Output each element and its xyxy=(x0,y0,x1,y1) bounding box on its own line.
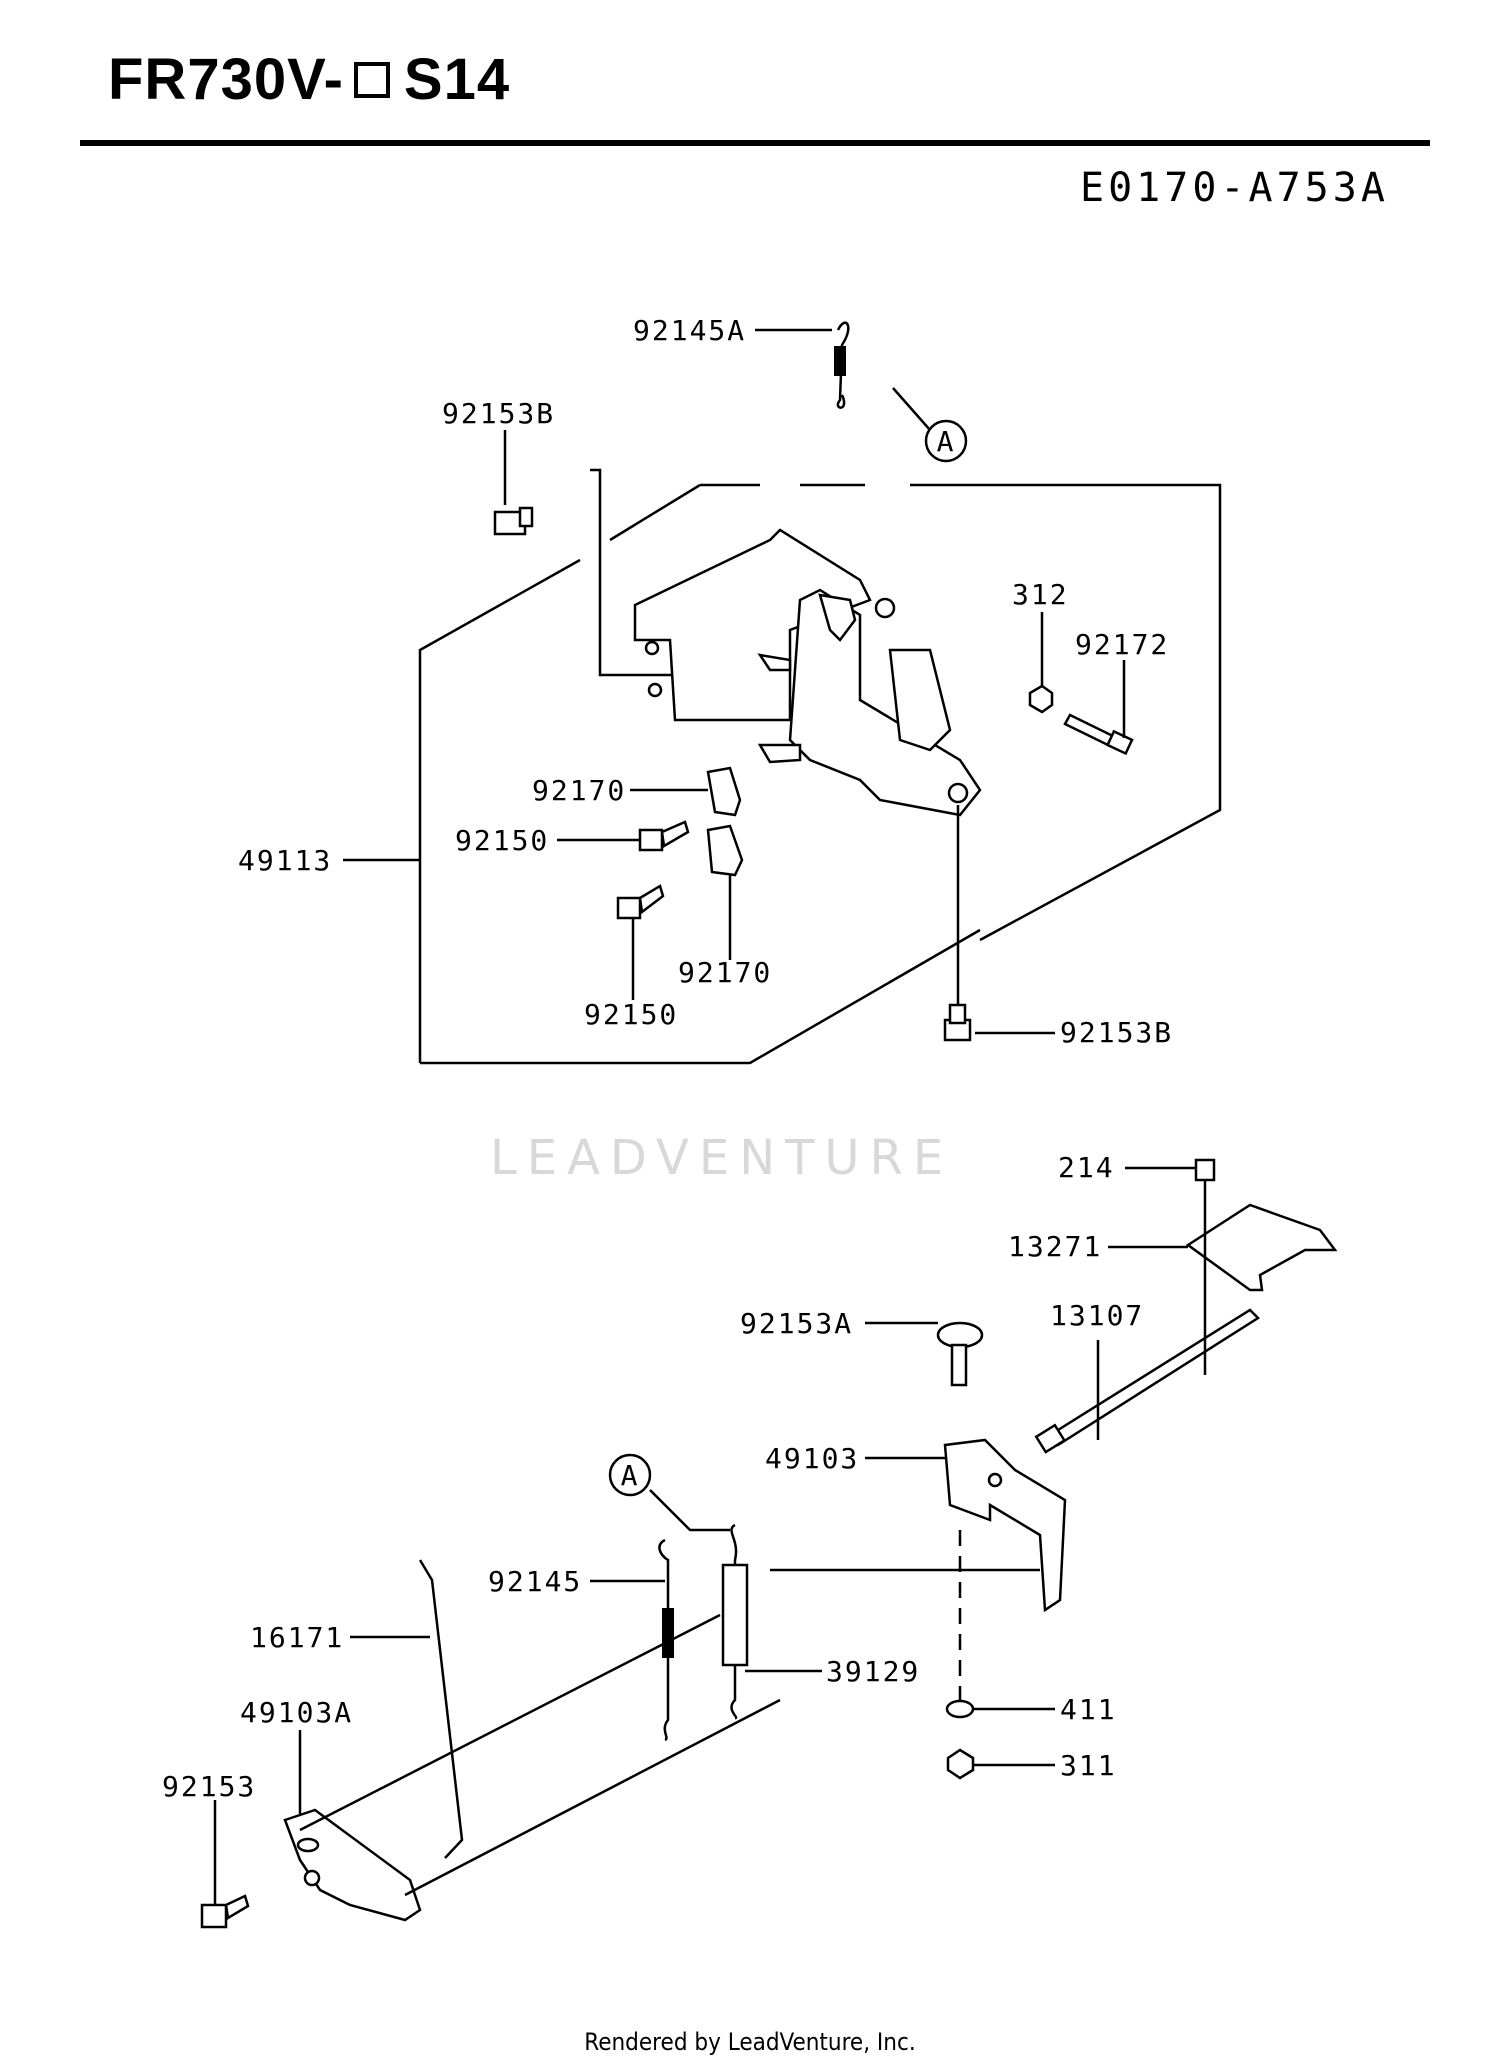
label-92172: 92172 xyxy=(1075,628,1169,661)
label-92153B-top: 92153B xyxy=(442,397,555,430)
callout-a-top-label: A xyxy=(937,425,956,458)
label-49103A: 49103A xyxy=(240,1696,353,1729)
part-92145A-spring xyxy=(834,321,850,409)
label-92153B-bottom: 92153B xyxy=(1060,1016,1173,1049)
part-labels: 92145A 92153B 312 92172 92170 92150 4911… xyxy=(162,314,1173,1803)
callout-a-bottom: A xyxy=(608,1453,730,1532)
leader-lines-top xyxy=(343,328,1126,1035)
part-49103-lever xyxy=(943,1438,1067,1613)
leader-lines-bottom xyxy=(213,1166,1207,1905)
title-model: FR730V- xyxy=(108,47,344,112)
label-49103: 49103 xyxy=(765,1442,859,1475)
label-92145A: 92145A xyxy=(633,314,746,347)
footer-credit: Rendered by LeadVenture, Inc. xyxy=(584,2028,916,2056)
label-312: 312 xyxy=(1012,578,1069,611)
part-92153B-top-bolt xyxy=(493,506,534,536)
part-92153A-carriage-bolt xyxy=(936,1321,984,1387)
diagram-code: E0170-A753A xyxy=(1080,165,1389,211)
part-312-nut xyxy=(1028,684,1054,714)
assembly-lower-guide-lines xyxy=(299,1530,1040,1897)
part-49103A-lever-plate xyxy=(283,1808,422,1922)
part-92172-bolt xyxy=(1063,713,1134,756)
part-92150-top-bolt xyxy=(638,820,690,852)
label-39129: 39129 xyxy=(826,1655,920,1688)
part-13271-plate xyxy=(1185,1203,1338,1292)
assembly-49113-frame xyxy=(418,468,1222,1065)
callout-a-bottom-label: A xyxy=(621,1459,640,1492)
label-92170-top: 92170 xyxy=(532,774,626,807)
part-92150-bottom-bolt xyxy=(616,884,665,920)
header-rule xyxy=(80,140,1430,146)
part-49113-bracket xyxy=(633,528,982,817)
part-311-nut xyxy=(946,1748,975,1780)
part-214-screw xyxy=(1194,1158,1216,1182)
label-92153: 92153 xyxy=(162,1770,256,1803)
label-92170-bottom: 92170 xyxy=(678,956,772,989)
page-title: FR730V- S14 xyxy=(108,46,510,113)
label-214: 214 xyxy=(1058,1151,1115,1184)
part-39129-spring xyxy=(721,1523,749,1720)
title-checkbox-glyph xyxy=(353,61,390,98)
label-311: 311 xyxy=(1060,1749,1117,1782)
part-92170-bottom-clip xyxy=(706,824,744,877)
label-411: 411 xyxy=(1060,1693,1117,1726)
watermark-text: LEADVENTURE xyxy=(490,1130,954,1186)
part-411-washer xyxy=(945,1699,975,1719)
label-13271: 13271 xyxy=(1008,1230,1102,1263)
label-92150-bottom: 92150 xyxy=(584,998,678,1031)
label-92145: 92145 xyxy=(488,1565,582,1598)
label-92150-top: 92150 xyxy=(455,824,549,857)
part-92153B-bottom-bolt xyxy=(943,1003,972,1042)
label-13107: 13107 xyxy=(1050,1299,1144,1332)
part-16171-rod xyxy=(418,1559,464,1859)
callout-a-top: A xyxy=(892,387,968,463)
part-92153-bolt xyxy=(200,1894,250,1929)
label-49113: 49113 xyxy=(238,844,332,877)
title-series: S14 xyxy=(403,47,511,112)
label-16171: 16171 xyxy=(250,1621,344,1654)
label-92153A: 92153A xyxy=(740,1307,853,1340)
part-92145-spring xyxy=(658,1538,674,1742)
part-92170-top-clip xyxy=(706,766,742,817)
